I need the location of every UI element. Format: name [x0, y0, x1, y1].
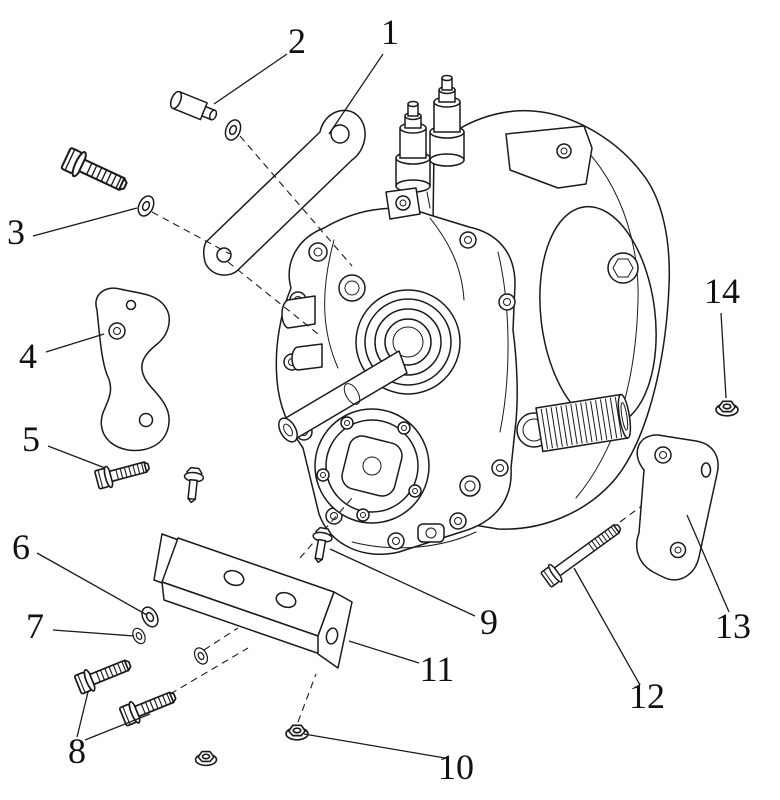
- part-nut-10: [285, 724, 309, 741]
- callout-label-3: 3: [7, 212, 25, 252]
- callout-label-13: 13: [715, 606, 751, 646]
- part-bolt-vertical-a: [181, 466, 206, 505]
- part-bolt-12: [539, 517, 627, 590]
- callout-label-6: 6: [12, 527, 30, 567]
- callout-label-5: 5: [22, 419, 40, 459]
- leader-line-7: [52, 629, 135, 637]
- part-bracket-bottom: [153, 533, 353, 669]
- callout-label-9: 9: [480, 602, 498, 642]
- output-spline-shaft: [535, 393, 632, 453]
- solenoid-right: [429, 74, 465, 167]
- callout-labels: 1 2 3 4 5 6 7 8 9 10 11 12 13 14: [7, 12, 751, 787]
- leader-line-4: [45, 333, 105, 353]
- gearbox-housing: [275, 74, 671, 556]
- input-shaft: [278, 350, 408, 443]
- leader-line-2: [213, 53, 288, 105]
- callout-label-7: 7: [26, 606, 44, 646]
- callout-label-14: 14: [704, 271, 740, 311]
- part-washer-mid: [191, 645, 211, 667]
- part-bracket-right: [635, 434, 719, 581]
- solenoid-left: [395, 100, 431, 209]
- part-bolt-9: [308, 525, 335, 565]
- callout-label-12: 12: [629, 676, 665, 716]
- housing-top-flange: [505, 125, 593, 189]
- leader-line-5: [47, 445, 106, 469]
- cover-cylindrical-bosses: [281, 274, 366, 371]
- housing-hex-plug: [607, 252, 639, 284]
- part-washer-pin: [221, 116, 245, 144]
- part-nut-14: [715, 400, 739, 417]
- leader-lines: [32, 53, 730, 759]
- leader-line-1: [328, 53, 384, 135]
- part-bracket-left: [95, 287, 170, 452]
- part-bolt-3: [59, 144, 132, 199]
- callout-label-4: 4: [19, 336, 37, 376]
- part-bolt-8b: [117, 684, 180, 729]
- cover-mount-tab: [385, 187, 421, 220]
- callout-label-2: 2: [288, 21, 306, 61]
- leader-line-11: [348, 640, 420, 664]
- leader-line-8b: [84, 713, 151, 741]
- part-bolt-8a: [72, 652, 135, 697]
- callout-label-8: 8: [68, 731, 86, 771]
- leader-line-13: [686, 514, 730, 613]
- part-bolt-5: [93, 454, 153, 492]
- part-nut-bottom: [194, 750, 218, 767]
- leader-line-8a: [76, 691, 89, 738]
- leader-line-10: [303, 733, 446, 759]
- leader-line-12: [573, 567, 641, 686]
- leader-line-9: [329, 548, 476, 617]
- lower-cover-boss: [314, 408, 430, 524]
- leader-line-14: [720, 312, 727, 399]
- callout-label-10: 10: [438, 747, 474, 787]
- part-pin: [169, 90, 218, 121]
- callout-label-1: 1: [381, 12, 399, 52]
- leader-line-6: [36, 552, 148, 616]
- part-bracket-top: [202, 109, 366, 276]
- part-washer-6: [138, 603, 162, 631]
- part-washer-3: [134, 192, 158, 220]
- leader-line-3: [32, 207, 138, 237]
- callout-label-11: 11: [420, 649, 455, 689]
